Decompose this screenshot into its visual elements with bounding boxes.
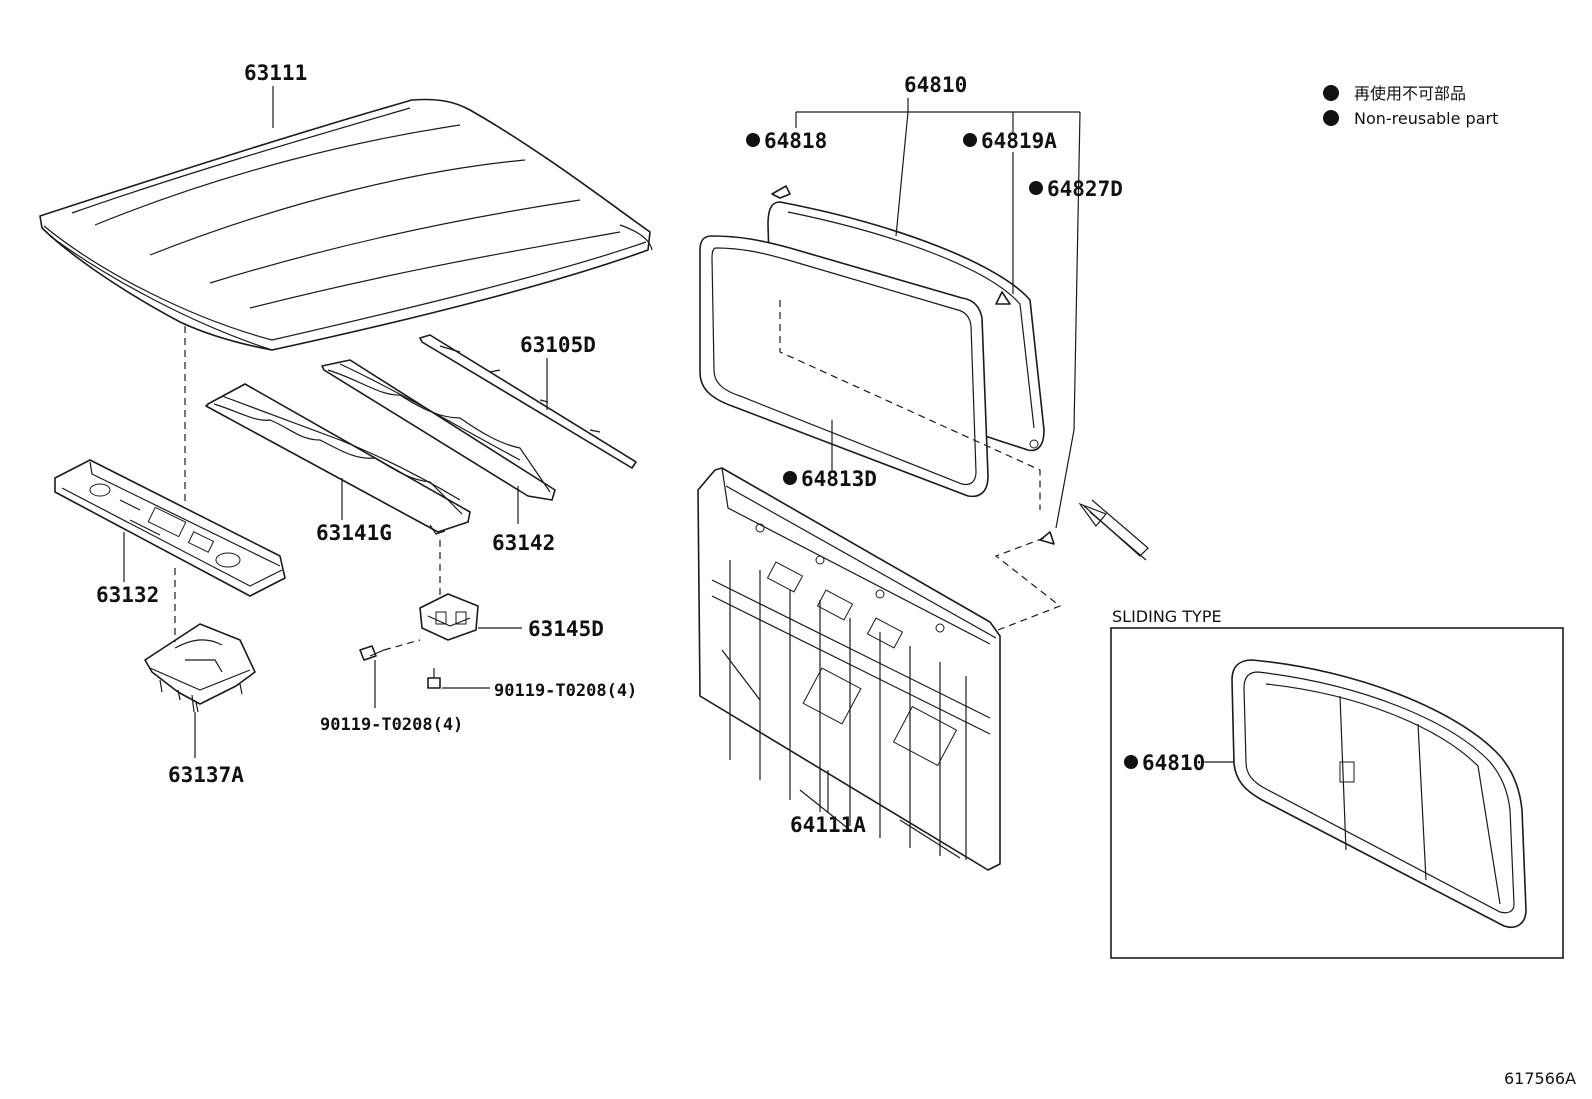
label-clip-64827d: 64827D [1047, 177, 1123, 201]
non-reusable-marker [746, 133, 760, 147]
label-bolt-right: 90119-T0208(4) [494, 681, 637, 701]
back-panel[interactable] [697, 467, 1001, 871]
bracket-63137a[interactable] [144, 623, 256, 713]
label-bracket-63145d: 63145D [528, 617, 604, 641]
legend-marker [1323, 85, 1339, 101]
label-sliding-glass: 64810 [1142, 751, 1205, 775]
sliding-back-glass[interactable] [1231, 659, 1527, 928]
assembly-dashed-lines [174, 300, 1062, 651]
label-roof-panel: 63111 [244, 61, 307, 85]
bracket-63145d[interactable] [419, 593, 479, 641]
label-back-panel: 64111A [790, 813, 866, 837]
label-clip-64819a: 64819A [981, 129, 1057, 153]
non-reusable-marker [1029, 181, 1043, 195]
non-reusable-marker [963, 133, 977, 147]
label-clip-64818: 64818 [764, 129, 827, 153]
label-header-panel: 63132 [96, 583, 159, 607]
bolt-right[interactable] [427, 668, 441, 689]
legend-text-jp: 再使用不可部品 [1354, 84, 1466, 103]
clip-64819a[interactable] [995, 291, 1011, 305]
roof-panel[interactable] [39, 98, 653, 351]
legend-text-en: Non-reusable part [1354, 109, 1498, 128]
inset-title: SLIDING TYPE [1112, 607, 1222, 626]
non-reusable-marker [783, 471, 797, 485]
header-panel[interactable] [54, 459, 286, 597]
non-reusable-marker [1124, 755, 1138, 769]
legend: 再使用不可部品 Non-reusable part [1323, 84, 1498, 128]
roof-bow-63142[interactable] [321, 359, 556, 501]
leader-lines [123, 86, 1240, 812]
label-back-glass: 64810 [904, 73, 967, 97]
roof-bow-63141g[interactable] [205, 383, 471, 535]
view-direction-arrow [1078, 499, 1149, 561]
diagram-id: 617566A [1504, 1069, 1576, 1088]
label-weatherstrip: 64813D [801, 467, 877, 491]
label-bolt-left: 90119-T0208(4) [320, 715, 463, 735]
clip-64827d[interactable] [1039, 531, 1055, 545]
label-roof-bow-63141g: 63141G [316, 521, 392, 545]
bolt-left[interactable] [359, 645, 385, 661]
inset-frame [1110, 627, 1564, 959]
clip-64818[interactable] [771, 185, 791, 199]
label-roof-rail: 63105D [520, 333, 596, 357]
weatherstrip[interactable] [699, 235, 989, 498]
roof-rail-63105d[interactable] [419, 334, 637, 469]
sliding-type-inset: SLIDING TYPE 64810 [1110, 607, 1564, 959]
legend-marker [1323, 110, 1339, 126]
label-bracket-63137a: 63137A [168, 763, 244, 787]
label-roof-bow-63142: 63142 [492, 531, 555, 555]
